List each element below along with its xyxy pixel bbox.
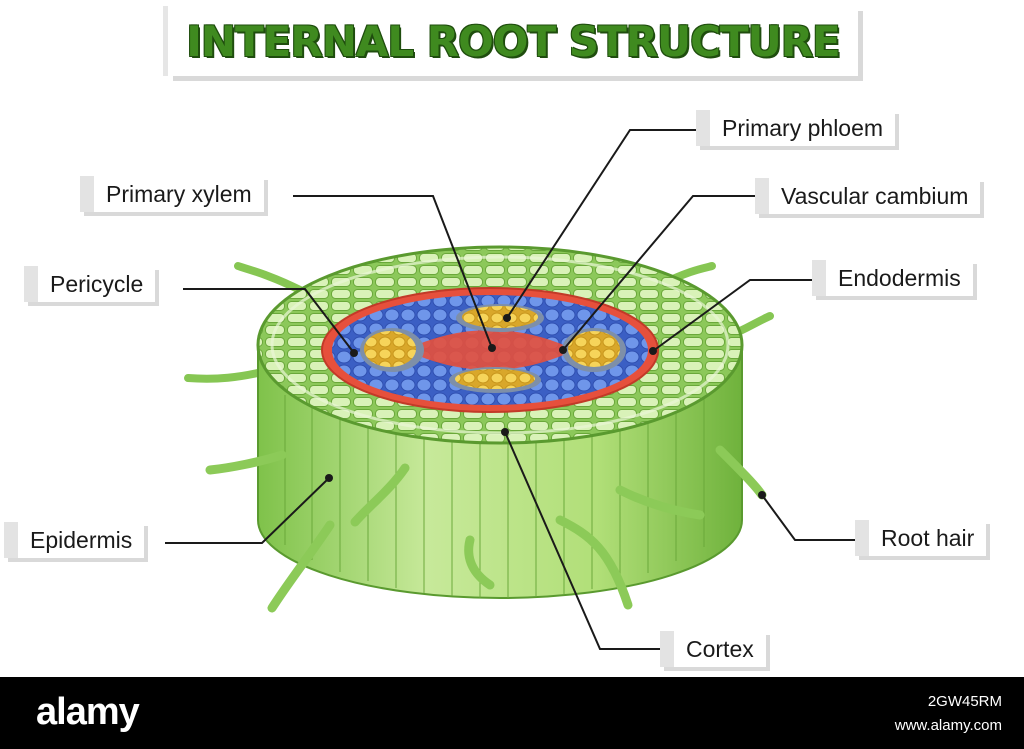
site-url: www.alamy.com	[894, 717, 1002, 734]
page-title: INTERNAL ROOT STRUCTURE	[186, 16, 840, 66]
brand-logo: alamy	[36, 691, 140, 733]
label-epidermis: Epidermis	[4, 522, 145, 558]
label-primary-xylem: Primary xylem	[80, 176, 264, 212]
label-root-hair: Root hair	[855, 520, 987, 556]
root-hairs-front	[205, 445, 767, 613]
label-pericycle: Pericycle	[24, 266, 156, 302]
leader-lines	[165, 129, 855, 650]
label-cortex: Cortex	[660, 631, 766, 667]
leader-dots	[325, 314, 766, 499]
label-vascular-cambium: Vascular cambium	[755, 178, 981, 214]
label-endodermis: Endodermis	[812, 260, 973, 296]
footer-bar: alamy 2GW45RM www.alamy.com	[0, 677, 1024, 749]
image-id: 2GW45RM	[927, 693, 1002, 710]
xylem-patch-right	[568, 331, 620, 367]
xylem-patch-left	[364, 331, 416, 367]
label-primary-phloem: Primary phloem	[696, 110, 896, 146]
phloem-patch-top	[462, 306, 538, 328]
phloem-patch-bottom	[455, 369, 535, 389]
root-cross-section-illustration	[165, 129, 855, 650]
title-box: INTERNAL ROOT STRUCTURE	[168, 6, 858, 76]
